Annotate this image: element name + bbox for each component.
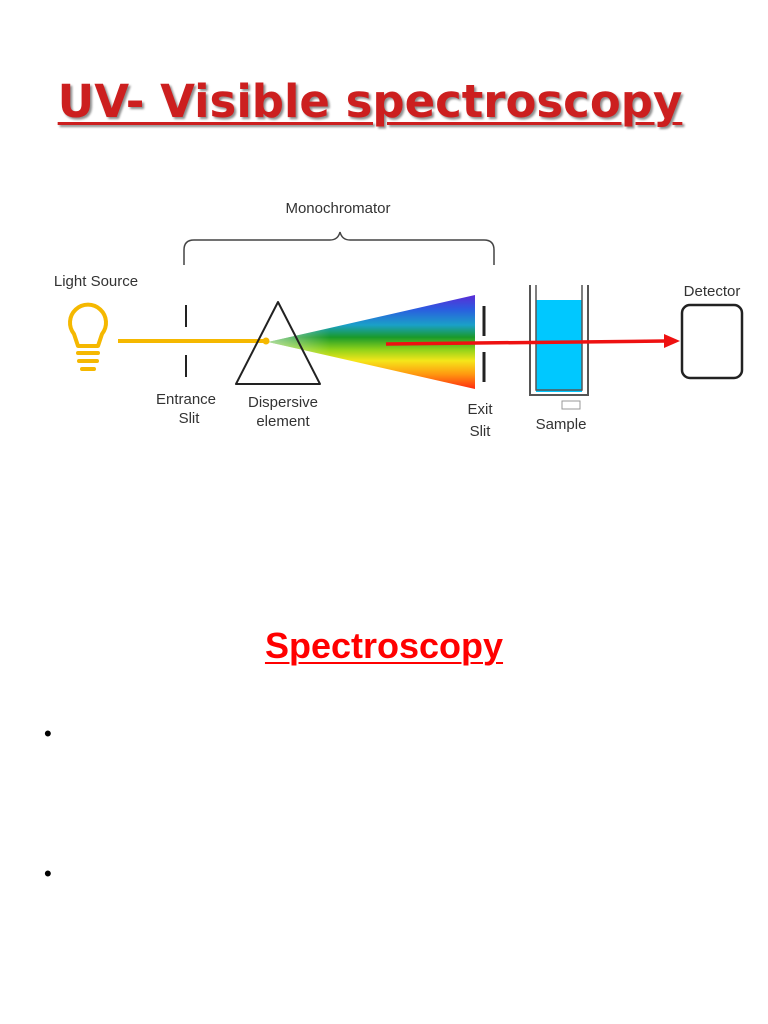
entrance-slit-label-line1: Entrance — [156, 391, 216, 408]
entrance-slit-label-line2: Slit — [179, 410, 201, 427]
section-heading: Spectroscopy — [264, 625, 504, 666]
sample-label: Sample — [536, 416, 587, 433]
monochromator-label: Monochromator — [285, 200, 390, 217]
page-title: UV- Visible spectroscopy — [57, 75, 683, 128]
cuvette-icon — [529, 285, 589, 410]
detector-label: Detector — [684, 283, 741, 300]
output-beam — [385, 339, 667, 346]
light-source-label: Light Source — [54, 273, 138, 290]
monochromator-brace — [183, 231, 495, 265]
exit-slit-label-line2: Slit — [470, 423, 492, 440]
dispersive-element-label-line1: Dispersive — [248, 394, 318, 411]
prism-icon — [235, 301, 321, 385]
output-beam-arrowhead — [664, 334, 680, 348]
dispersive-element-label-line2: element — [256, 413, 310, 430]
list-item: • — [44, 721, 52, 746]
exit-slit-label-line1: Exit — [467, 401, 493, 418]
spectrometer-diagram: Monochromator Light Source Entrance Slit… — [54, 200, 744, 440]
list-item: • — [44, 861, 52, 886]
dispersed-spectrum — [268, 295, 475, 389]
detector-icon — [680, 303, 744, 380]
prism-entry-point — [262, 337, 270, 345]
lightbulb-icon — [68, 302, 108, 371]
